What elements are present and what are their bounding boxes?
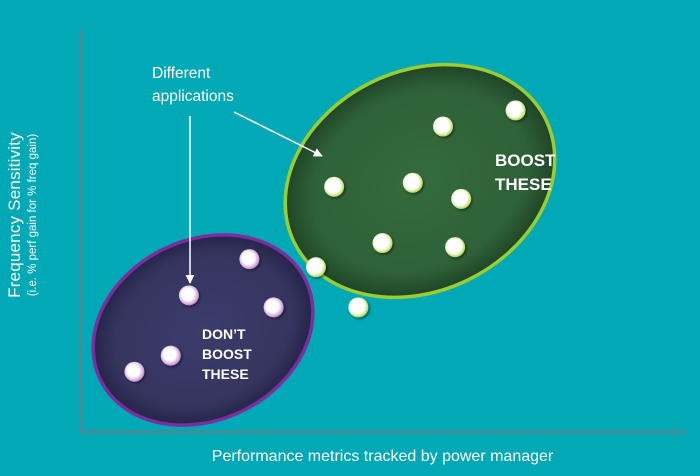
annotation-arrow-to-boost xyxy=(233,111,323,157)
dont-boost-these-label: DON’T BOOST THESE xyxy=(202,324,252,384)
boost-label-line-2: THESE xyxy=(495,175,552,194)
boost-application-point xyxy=(305,257,326,278)
y-axis-title: Frequency Sensitivity (i.e. % perf gain … xyxy=(5,132,39,298)
y-axis-sublabel: (i.e. % perf gain for % freq gain) xyxy=(27,133,39,297)
dont-boost-application-point xyxy=(263,297,284,318)
application-points xyxy=(124,100,526,382)
dont-boost-label-line-2: BOOST xyxy=(202,346,252,362)
dont-boost-application-point xyxy=(160,345,181,366)
dont-boost-application-point xyxy=(239,249,260,270)
boost-application-point xyxy=(372,233,393,254)
boost-these-label: BOOST THESE xyxy=(495,149,555,197)
boost-application-point xyxy=(445,237,466,258)
x-axis-label: Performance metrics tracked by power man… xyxy=(211,448,554,465)
dont-boost-application-point xyxy=(178,285,199,306)
dont-boost-application-point xyxy=(124,361,145,382)
boost-application-point xyxy=(451,188,472,209)
y-axis-label: Frequency Sensitivity xyxy=(5,132,24,298)
boost-application-point xyxy=(348,297,369,318)
annotation-different-applications: Different applications xyxy=(152,62,234,108)
boost-application-point xyxy=(402,172,423,193)
boost-application-point xyxy=(505,100,526,121)
dont-boost-cluster-ellipse xyxy=(91,233,315,427)
annotation-line-2: applications xyxy=(152,88,234,105)
dont-boost-label-line-1: DON’T xyxy=(202,326,246,342)
boost-label-line-1: BOOST xyxy=(495,151,556,170)
boost-application-point xyxy=(324,176,345,197)
boost-application-point xyxy=(433,116,453,137)
annotation-line-1: Different xyxy=(152,65,211,82)
dont-boost-label-line-3: THESE xyxy=(202,366,249,382)
